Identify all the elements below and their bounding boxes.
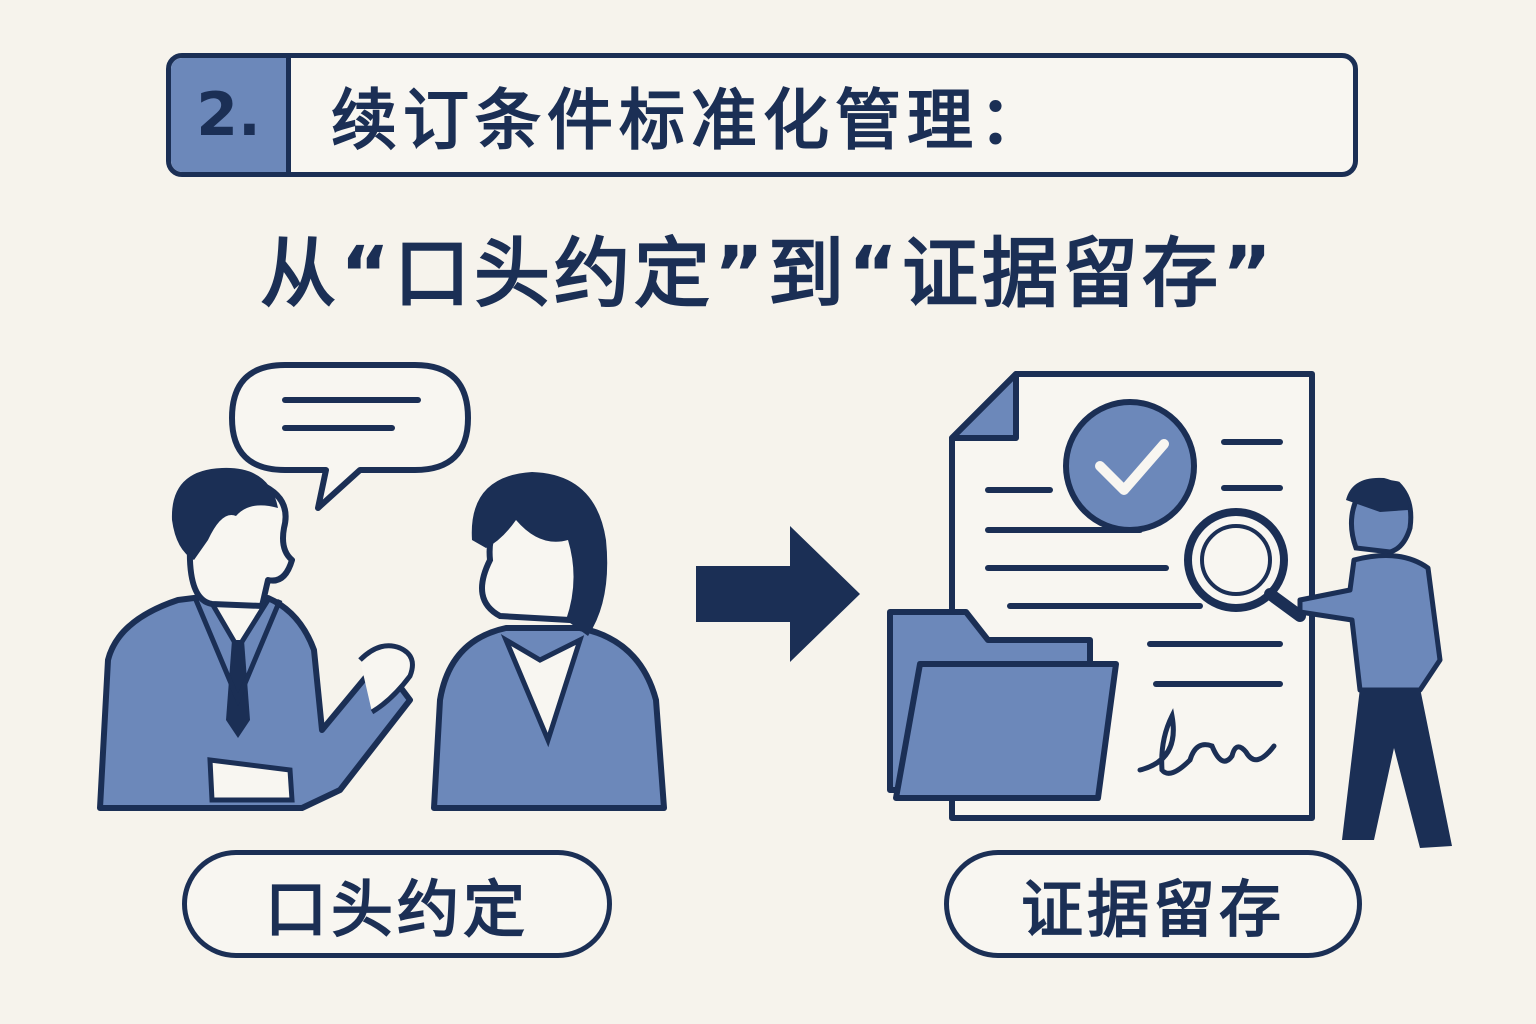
subtitle: 从“口头约定”到“证据留存” (260, 229, 1276, 318)
section-title: 续订条件标准化管理： (331, 82, 1051, 159)
oral-agreement-label: 口头约定 (182, 850, 612, 958)
folder-icon (887, 609, 1119, 801)
inspector-figure (1297, 477, 1452, 848)
speech-bubble-icon (229, 362, 471, 511)
man-figure (97, 467, 415, 811)
signature-icon (1137, 708, 1277, 776)
checkmark-icon (1063, 399, 1197, 533)
section-number: 2. (171, 58, 291, 172)
woman-figure (431, 472, 667, 811)
arrow-right-icon (696, 526, 860, 662)
evidence-retention-label: 证据留存 (944, 850, 1362, 958)
title-banner: 2. 续订条件标准化管理： (166, 53, 1358, 177)
magnifier-icon (1184, 508, 1306, 622)
